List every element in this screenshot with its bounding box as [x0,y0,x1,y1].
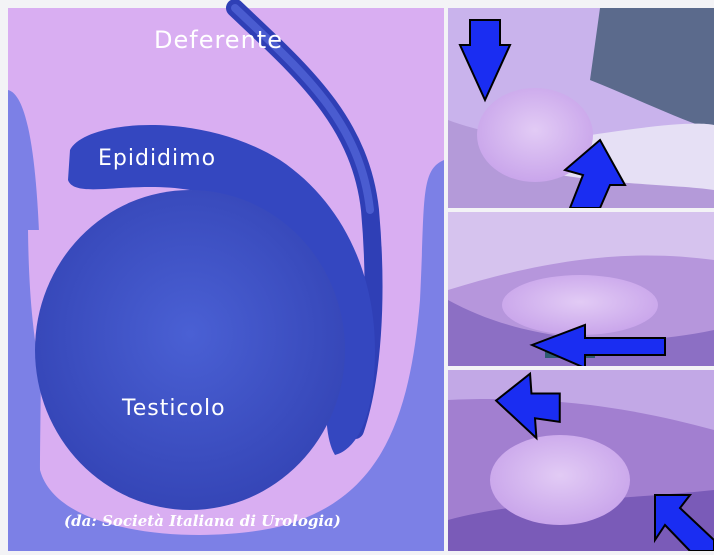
photo-panel-middle [448,212,714,368]
photo-panel-bottom [448,365,714,551]
diagram-panel [8,8,444,551]
label-epididimo: Epididimo [98,146,216,171]
label-deferente: Deferente [154,26,283,54]
photo-testis-3 [490,435,630,525]
source-credit: (da: Società Italiana di Urologia) [64,512,341,530]
testis [35,190,345,510]
photo-panel-top [448,8,714,208]
label-testicolo: Testicolo [122,396,226,421]
